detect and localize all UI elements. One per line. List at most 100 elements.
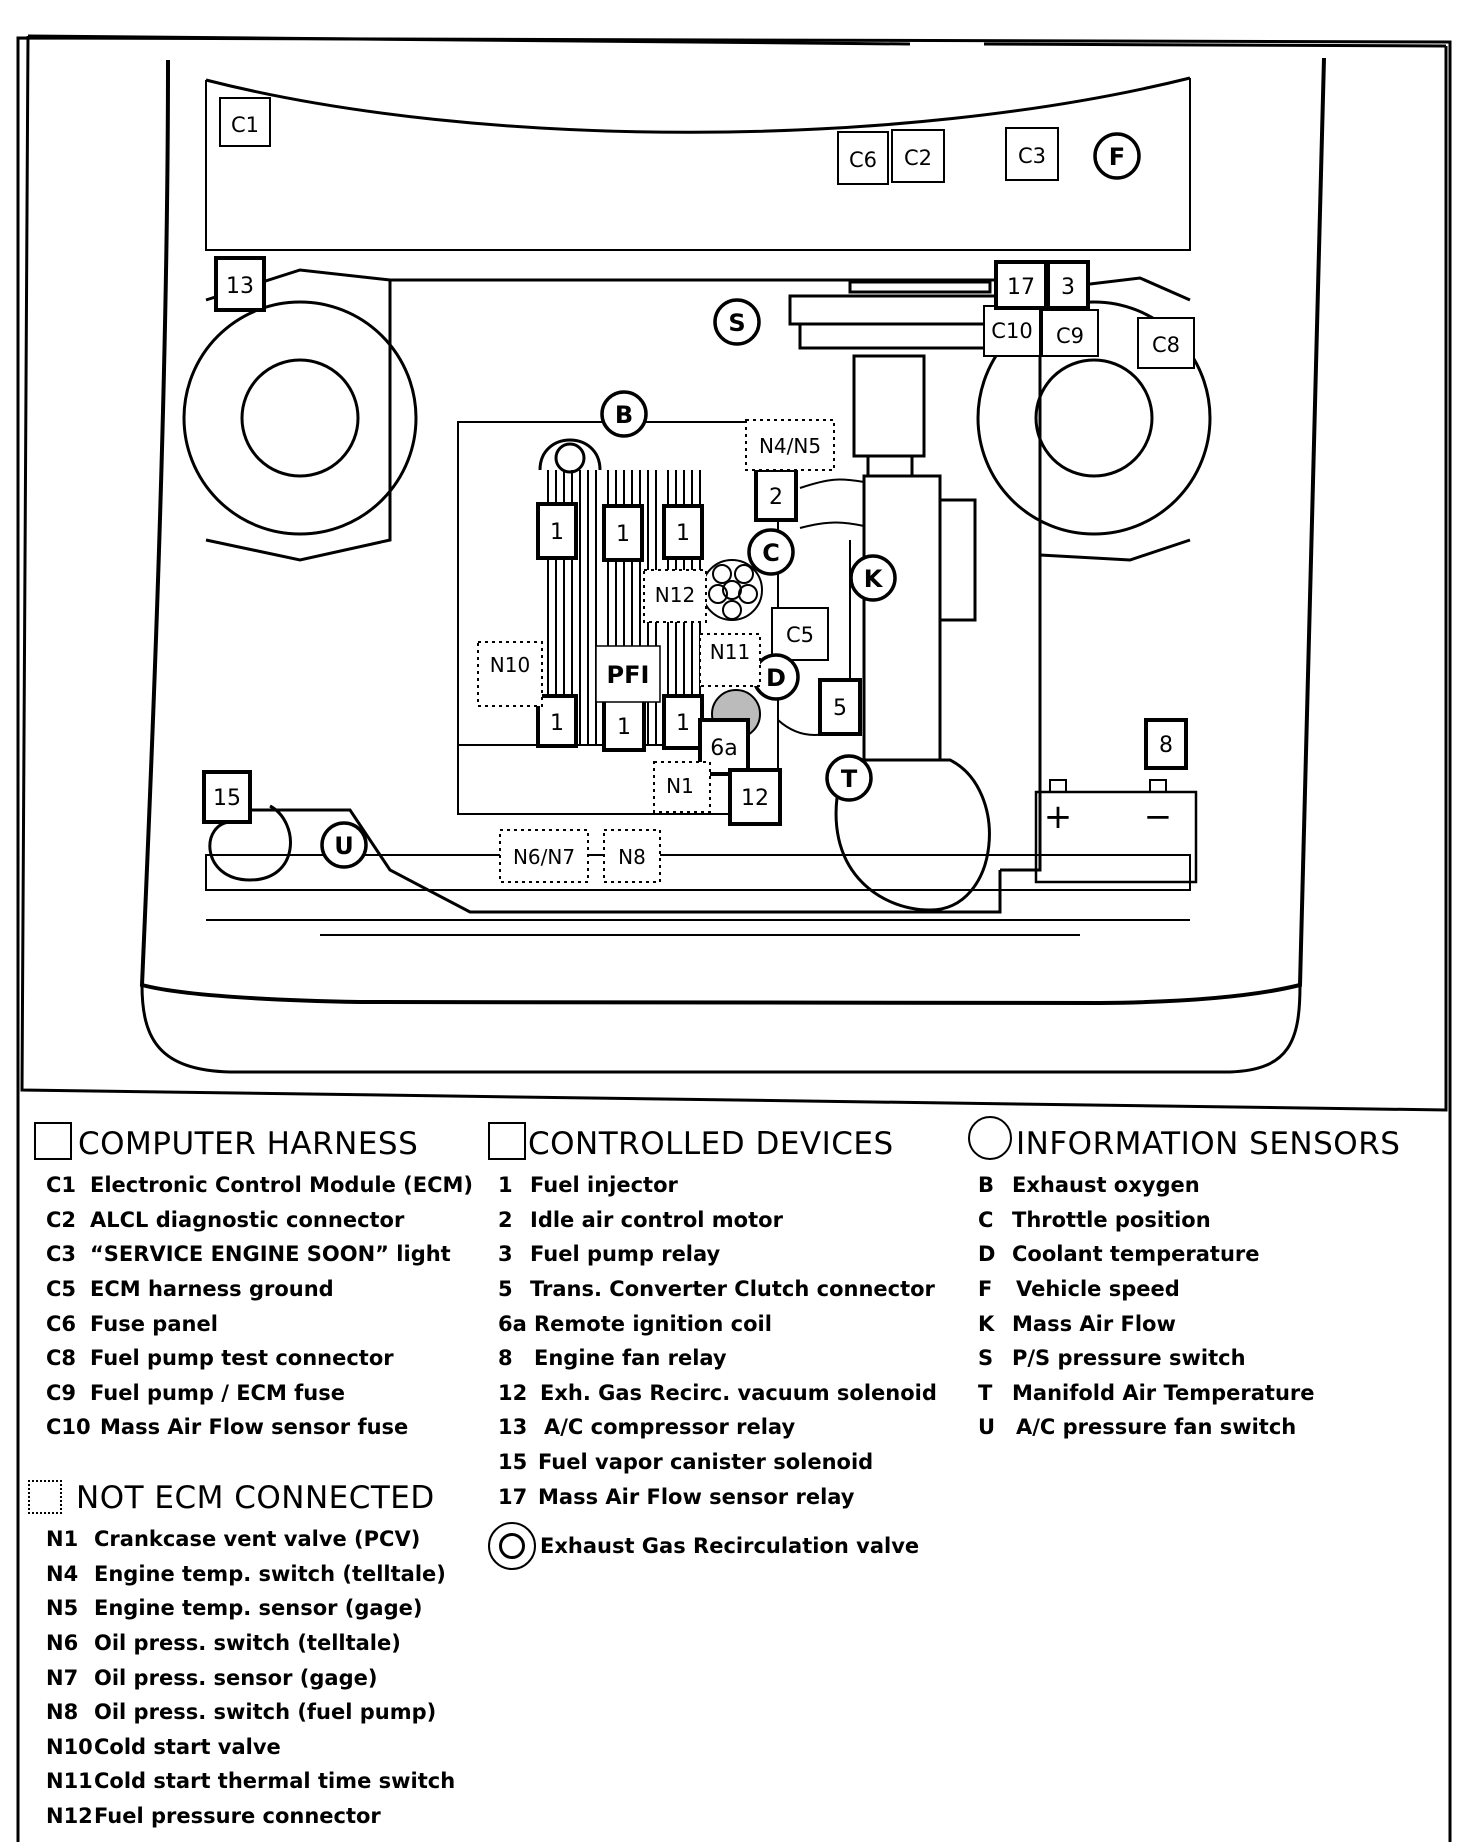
item-code: F [978, 1277, 993, 1302]
connector-c1: C1 [231, 113, 259, 137]
item-label: “SERVICE ENGINE SOON” light [90, 1242, 451, 1267]
item-label: Fuel pump / ECM fuse [90, 1380, 345, 1405]
connector-labels: C1 C6 C2 C3 C10 C9 C8 C5 [231, 113, 1180, 647]
item-code: C6 [46, 1311, 77, 1336]
legend-header: COMPUTER HARNESS [34, 1118, 473, 1160]
outer-frame [16, 36, 1452, 1842]
item-label: Cold start thermal time switch [94, 1769, 456, 1794]
not-ecm-n8: N8 [618, 845, 646, 869]
square-symbol-icon [34, 1122, 72, 1160]
item-label: Crankcase vent valve (PCV) [94, 1527, 421, 1552]
square-symbol-icon [488, 1122, 526, 1160]
item-label: Throttle position [1012, 1207, 1211, 1232]
list-item: N6 Oil press. switch (telltale) [46, 1626, 455, 1661]
connector-c6: C6 [849, 148, 877, 172]
not-ecm-n12: N12 [655, 583, 695, 607]
item-code: N1 [46, 1527, 79, 1552]
item-label: Fuel pump test connector [90, 1346, 394, 1371]
device-2: 2 [769, 485, 783, 510]
connector-c8: C8 [1152, 333, 1180, 357]
item-label: A/C pressure fan switch [1016, 1415, 1297, 1440]
list-item: F Vehicle speed [978, 1272, 1400, 1307]
item-label: Trans. Converter Clutch connector [530, 1277, 935, 1302]
item-code: N6 [46, 1631, 79, 1656]
legend-title: NOT ECM CONNECTED [76, 1480, 435, 1516]
item-label: Manifold Air Temperature [1012, 1380, 1315, 1405]
item-code: C8 [46, 1346, 77, 1371]
item-code: U [978, 1415, 996, 1440]
egr-legend-row: Exhaust Gas Recirculation valve [488, 1521, 937, 1570]
item-label: Vehicle speed [1016, 1277, 1180, 1302]
item-code: T [978, 1380, 993, 1405]
sensor-c: C [762, 539, 780, 567]
list-item: C9 Fuel pump / ECM fuse [46, 1376, 473, 1411]
sensor-s: S [728, 309, 745, 337]
item-label: Remote ignition coil [534, 1311, 772, 1336]
item-code: N7 [46, 1665, 79, 1690]
item-code: C2 [46, 1207, 77, 1232]
device-1: 1 [550, 520, 564, 545]
air-intake [777, 280, 1002, 762]
legend-title: INFORMATION SENSORS [1016, 1126, 1401, 1162]
item-label: ECM harness ground [90, 1277, 334, 1302]
legend-header: NOT ECM CONNECTED [28, 1472, 455, 1514]
sensor-k: K [864, 565, 884, 593]
device-3: 3 [1061, 275, 1075, 300]
item-label: Engine temp. sensor (gage) [94, 1596, 423, 1621]
item-code: C [978, 1207, 994, 1232]
sensor-t: T [841, 765, 858, 793]
item-code: S [978, 1346, 994, 1371]
item-label: Fuel vapor canister solenoid [538, 1450, 874, 1475]
device-1: 1 [550, 711, 564, 736]
device-1: 1 [617, 715, 631, 740]
device-boxes [202, 256, 1188, 826]
legend-not-ecm-connected: NOT ECM CONNECTED N1 Crankcase vent valve… [28, 1472, 455, 1833]
item-code: C9 [46, 1380, 77, 1405]
compartment-outline [139, 57, 1326, 1074]
list-item: C Throttle position [978, 1203, 1400, 1238]
item-label: Oil press. switch (fuel pump) [94, 1700, 437, 1725]
fuel-pressure-cluster [701, 559, 763, 621]
air-cleaner-housing [834, 758, 991, 912]
item-label: Electronic Control Module (ECM) [90, 1173, 473, 1198]
item-label: Engine fan relay [534, 1346, 727, 1371]
item-code: N10 [46, 1734, 93, 1759]
item-label: Fuel pressure connector [94, 1804, 381, 1829]
sensor-circles [320, 132, 1141, 869]
item-code: C10 [46, 1415, 91, 1440]
legend-header: CONTROLLED DEVICES [488, 1118, 937, 1160]
connector-c5: C5 [786, 623, 814, 647]
circle-symbol-icon [968, 1116, 1012, 1160]
engine-bay [206, 278, 1042, 914]
connector-c9: C9 [1056, 324, 1084, 348]
not-ecm-labels: N4/N5 N12 N10 N11 N1 N6/N7 N8 [490, 434, 821, 869]
item-code: N11 [46, 1769, 93, 1794]
item-label: Oil press. switch (telltale) [94, 1631, 401, 1656]
connector-boxes [219, 97, 1195, 661]
sensor-labels: F S B C K D T U [334, 143, 1125, 860]
item-code: 1 [498, 1173, 513, 1198]
item-label: Mass Air Flow sensor fuse [100, 1415, 409, 1440]
list-item: T Manifold Air Temperature [978, 1376, 1400, 1411]
list-item: C3“SERVICE ENGINE SOON” light [46, 1237, 473, 1272]
